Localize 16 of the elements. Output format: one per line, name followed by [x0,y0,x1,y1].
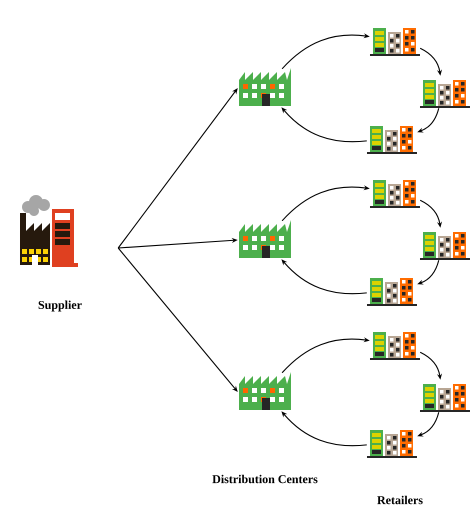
shops-drawing [367,278,417,306]
factory-drawing [20,195,78,267]
warehouse-drawing [239,220,291,258]
warehouse-drawing [239,68,291,106]
group-label: Distribution Centers [212,474,318,484]
warehouse-drawing [239,372,291,410]
shops-drawing [370,332,420,360]
shops-drawing [370,28,420,56]
shops-drawing [367,430,417,458]
shops-drawing [420,232,470,260]
group-label: Retailers [377,496,423,504]
node-caption: Supplier [38,300,82,312]
shops-drawing [420,384,470,412]
shops-drawing [370,180,420,208]
shops-drawing [367,126,417,154]
shops-drawing [420,80,470,108]
